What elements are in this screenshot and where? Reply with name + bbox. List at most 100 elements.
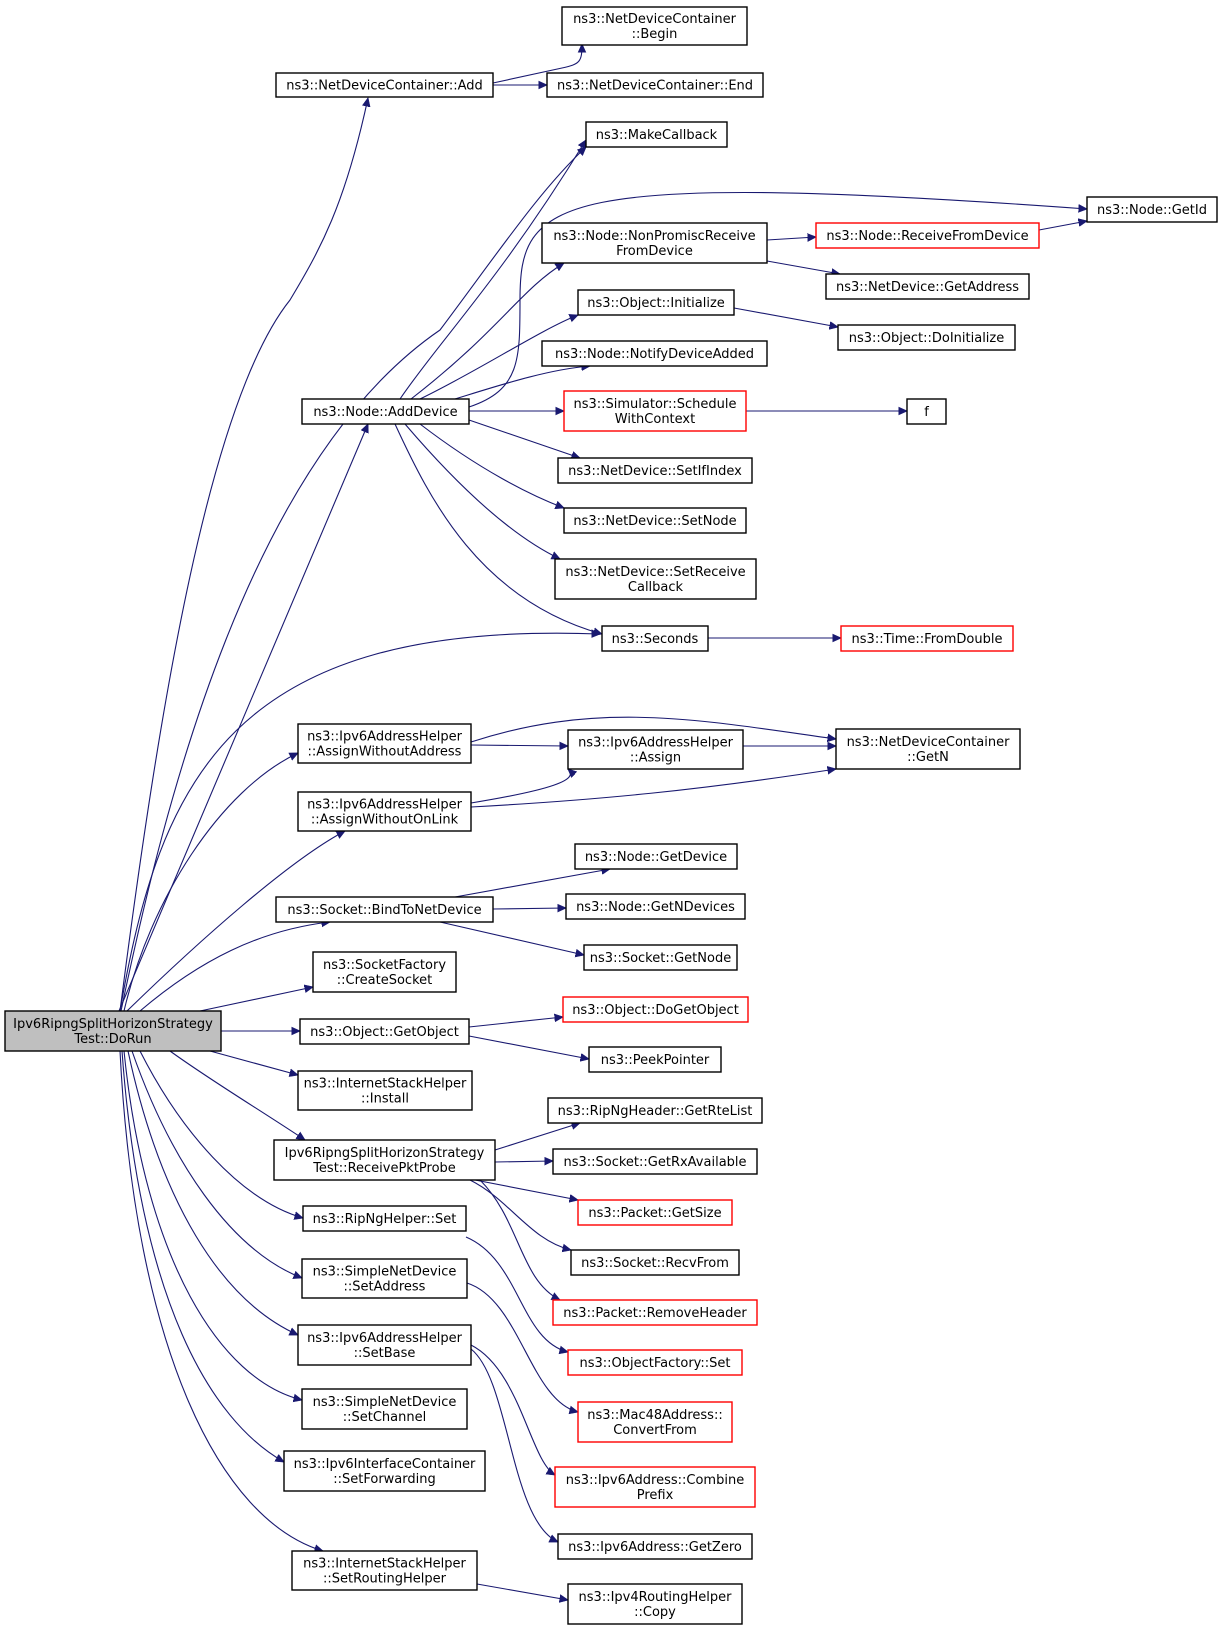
node-label: ns3::Node::GetDevice <box>585 850 727 865</box>
node-box <box>601 625 709 652</box>
call-edge <box>399 140 586 400</box>
call-edge <box>169 1050 305 1140</box>
node-box <box>840 625 1014 652</box>
node-label: ns3::Ipv6AddressHelper <box>578 736 734 751</box>
node-label: ns3::Node::ReceiveFromDevice <box>826 229 1028 244</box>
graph-node-receive-probe[interactable]: Ipv6RipngSplitHorizonStrategyTest::Recei… <box>273 1139 496 1181</box>
node-label: ns3::ObjectFactory::Set <box>579 1356 730 1371</box>
graph-node-snd-setaddress[interactable]: ns3::SimpleNetDevice::SetAddress <box>301 1258 468 1299</box>
graph-node-socket-getnode[interactable]: ns3::Socket::GetNode <box>583 944 738 971</box>
graph-node-ndc-add[interactable]: ns3::NetDeviceContainer::Add <box>275 72 494 98</box>
call-edge <box>468 191 1087 408</box>
graph-node-object-getobject[interactable]: ns3::Object::GetObject <box>299 1018 470 1045</box>
graph-node-node-getid[interactable]: ns3::Node::GetId <box>1086 196 1218 223</box>
node-label: ns3::Socket::RecvFrom <box>581 1256 729 1271</box>
graph-node-ipv6ah-assign[interactable]: ns3::Ipv6AddressHelper::Assign <box>567 729 744 770</box>
graph-node-make-callback[interactable]: ns3::MakeCallback <box>585 121 728 148</box>
graph-node-ripnghelper-set[interactable]: ns3::RipNgHelper::Set <box>302 1205 467 1232</box>
graph-node-f[interactable]: f <box>906 398 947 425</box>
graph-node-snd-setchannel[interactable]: ns3::SimpleNetDevice::SetChannel <box>301 1388 468 1430</box>
call-edge <box>118 424 368 1012</box>
graph-node-ish-install[interactable]: ns3::InternetStackHelper::Install <box>297 1070 473 1111</box>
call-edge <box>468 1017 563 1028</box>
call-edge <box>494 1123 580 1151</box>
graph-node-node-getdevice[interactable]: ns3::Node::GetDevice <box>574 843 738 870</box>
graph-node-ipv6ic-setforwarding[interactable]: ns3::Ipv6InterfaceContainer::SetForwardi… <box>283 1450 486 1492</box>
graph-node-sockfactory-create[interactable]: ns3::SocketFactory::CreateSocket <box>312 951 457 993</box>
graph-node-netdev-getaddress[interactable]: ns3::NetDevice::GetAddress <box>825 273 1030 300</box>
node-box <box>554 1466 756 1508</box>
graph-node-ndc-getn[interactable]: ns3::NetDeviceContainer::GetN <box>835 728 1021 770</box>
graph-node-node-adddevice[interactable]: ns3::Node::AddDevice <box>301 398 470 425</box>
node-box <box>312 951 457 993</box>
node-box <box>297 791 472 832</box>
graph-node-seconds[interactable]: ns3::Seconds <box>601 625 709 652</box>
graph-node-node-getndevices[interactable]: ns3::Node::GetNDevices <box>565 893 746 920</box>
graph-node-object-dogetobject[interactable]: ns3::Object::DoGetObject <box>562 996 749 1023</box>
call-edge <box>470 769 571 804</box>
node-label: ns3::NetDeviceContainer <box>573 12 737 27</box>
node-box <box>297 1070 473 1111</box>
graph-node-netdev-setnode[interactable]: ns3::NetDevice::SetNode <box>563 507 747 534</box>
node-label: ns3::NetDeviceContainer::Add <box>286 79 483 94</box>
graph-node-ipv6ah-awol[interactable]: ns3::Ipv6AddressHelper::AssignWithoutOnL… <box>297 791 472 832</box>
graph-node-object-initialize[interactable]: ns3::Object::Initialize <box>577 289 735 316</box>
node-box <box>554 558 757 600</box>
node-box <box>563 507 747 534</box>
node-label: ns3::NetDevice::GetAddress <box>836 280 1019 295</box>
graph-node-peekpointer[interactable]: ns3::PeekPointer <box>588 1046 722 1073</box>
graph-node-socket-recvfrom[interactable]: ns3::Socket::RecvFrom <box>570 1249 740 1276</box>
graph-node-ipv4rh-copy[interactable]: ns3::Ipv4RoutingHelper::Copy <box>567 1583 743 1625</box>
graph-node-ndc-end[interactable]: ns3::NetDeviceContainer::End <box>546 72 764 98</box>
graph-node-ipv6ah-awa[interactable]: ns3::Ipv6AddressHelper::AssignWithoutAdd… <box>297 723 472 764</box>
node-box <box>541 340 768 367</box>
node-box <box>275 896 494 923</box>
node-label: ::SetBase <box>354 1346 416 1361</box>
graph-node-objfactory-set[interactable]: ns3::ObjectFactory::Set <box>567 1349 743 1376</box>
node-label: ::AssignWithoutAddress <box>308 745 462 760</box>
node-label: Callback <box>628 580 684 595</box>
graph-node-mac48-convert[interactable]: ns3::Mac48Address::ConvertFrom <box>577 1401 733 1443</box>
node-label: ::AssignWithoutOnLink <box>311 813 459 828</box>
node-box <box>557 457 753 484</box>
call-edge <box>121 1050 284 1462</box>
node-label: ::Copy <box>634 1605 676 1620</box>
graph-node-time-fromdouble[interactable]: ns3::Time::FromDouble <box>840 625 1014 652</box>
graph-node-ish-setrouting[interactable]: ns3::InternetStackHelper::SetRoutingHelp… <box>291 1550 478 1591</box>
graph-node-ipv6ah-setbase[interactable]: ns3::Ipv6AddressHelper::SetBase <box>297 1324 472 1366</box>
node-box <box>283 1450 486 1492</box>
node-box <box>567 729 744 770</box>
node-box <box>567 1583 743 1625</box>
graph-node-ripng-getrte[interactable]: ns3::RipNgHeader::GetRteList <box>547 1097 763 1124</box>
call-edge <box>404 423 560 560</box>
node-label: ns3::Ipv6AddressHelper <box>307 798 463 813</box>
graph-node-packet-removeheader[interactable]: ns3::Packet::RemoveHeader <box>552 1299 758 1326</box>
graph-node-ndc-begin[interactable]: ns3::NetDeviceContainer::Begin <box>561 6 748 46</box>
graph-node-object-doinitialize[interactable]: ns3::Object::DoInitialize <box>837 324 1016 351</box>
call-edge <box>470 1348 558 1543</box>
node-label: WithContext <box>615 412 695 427</box>
node-label: ::CreateSocket <box>337 973 432 988</box>
graph-node-node-receive[interactable]: ns3::Node::ReceiveFromDevice <box>815 222 1040 249</box>
node-box <box>570 1249 740 1276</box>
node-label: ns3::NetDevice::SetNode <box>573 514 736 529</box>
call-edge <box>199 987 313 1012</box>
graph-node-packet-getsize[interactable]: ns3::Packet::GetSize <box>577 1199 733 1226</box>
graph-node-node-notify[interactable]: ns3::Node::NotifyDeviceAdded <box>541 340 768 367</box>
node-label: ns3::Simulator::Schedule <box>573 397 736 412</box>
graph-node-socket-bind[interactable]: ns3::Socket::BindToNetDevice <box>275 896 494 923</box>
node-label: Ipv6RipngSplitHorizonStrategy <box>285 1146 485 1161</box>
graph-node-socket-getrx[interactable]: ns3::Socket::GetRxAvailable <box>552 1148 758 1175</box>
node-box <box>837 324 1016 351</box>
graph-node-netdev-setifindex[interactable]: ns3::NetDevice::SetIfIndex <box>557 457 753 484</box>
node-label: ns3::Ipv6AddressHelper <box>307 730 463 745</box>
node-box <box>552 1148 758 1175</box>
graph-node-ipv6addr-getzero[interactable]: ns3::Ipv6Address::GetZero <box>557 1533 753 1560</box>
node-label: ns3::Socket::BindToNetDevice <box>287 903 481 918</box>
node-label: ns3::NetDevice::SetReceive <box>565 565 745 580</box>
